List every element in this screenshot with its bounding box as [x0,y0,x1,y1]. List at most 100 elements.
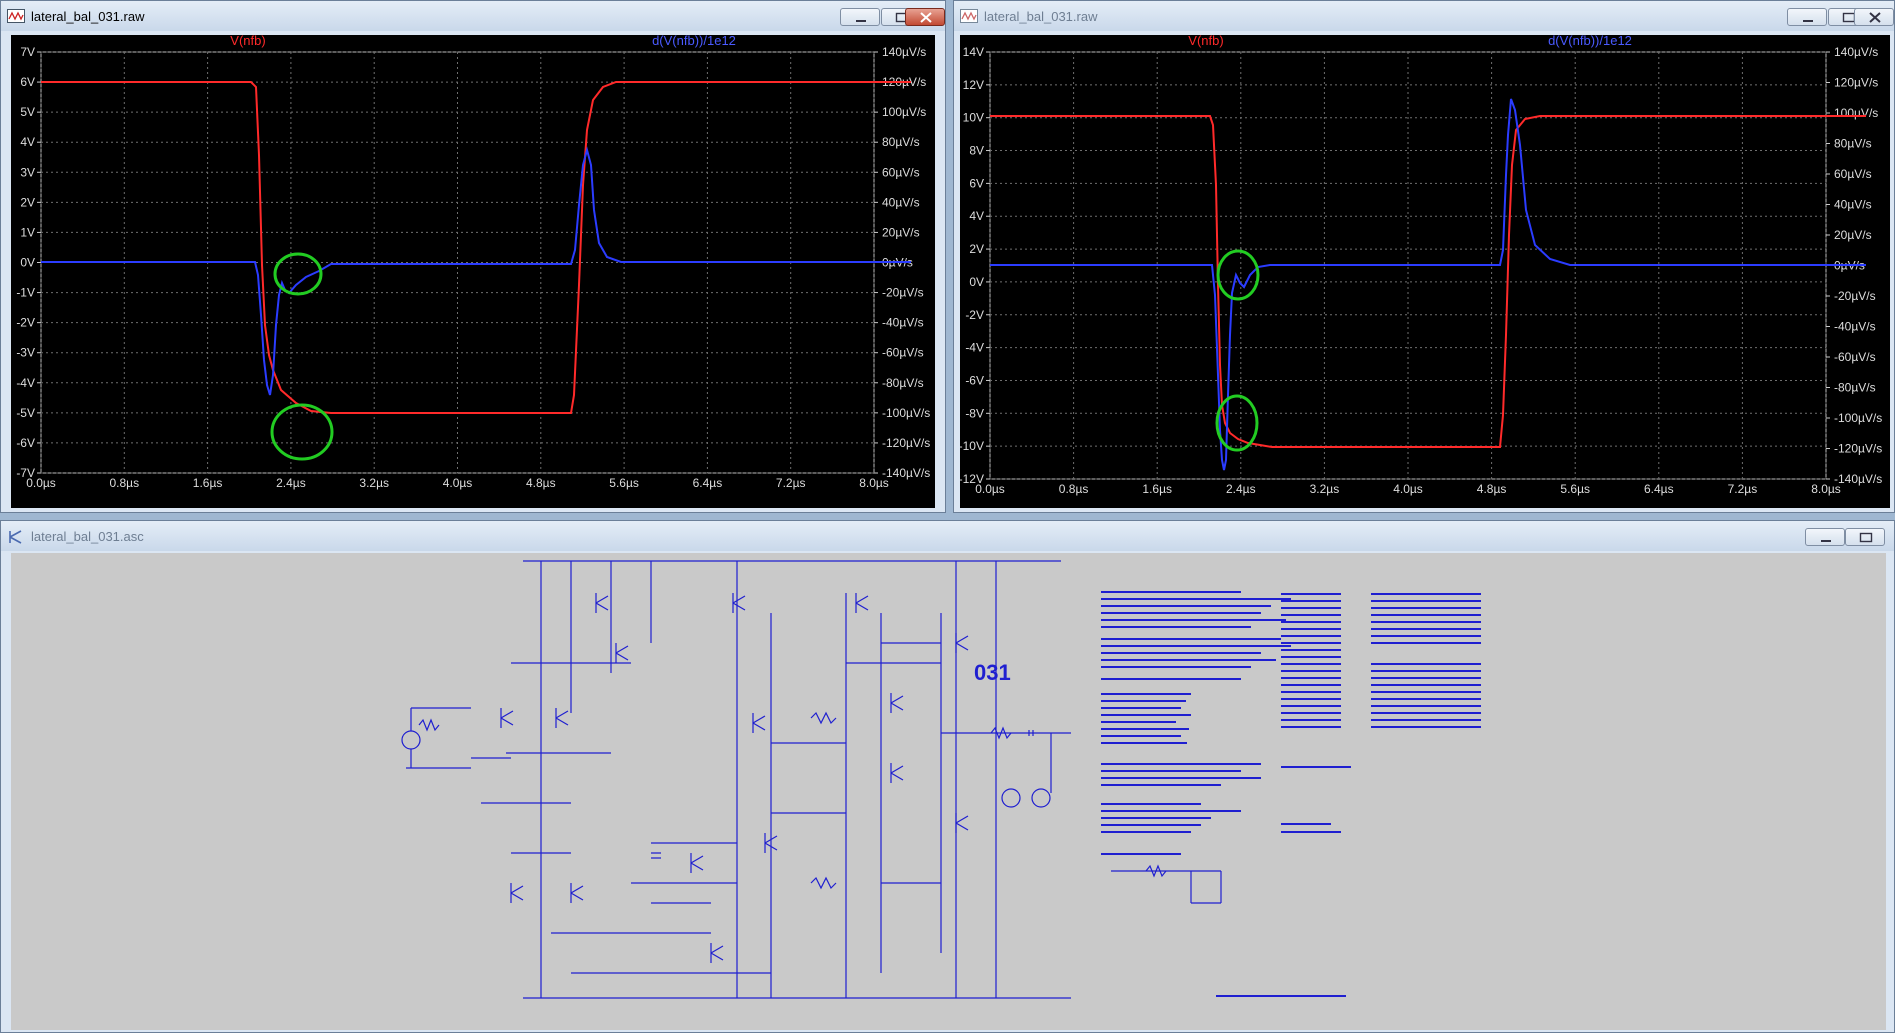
y-left-tick-label: 4V [969,209,984,223]
title-bar[interactable]: lateral_bal_031.raw [1,1,945,31]
y-right-tick-label: -60µV/s [882,346,924,360]
x-tick-label: 6.4µs [693,476,723,490]
title-bar[interactable]: lateral_bal_031.asc [1,521,1894,551]
x-tick-label: 3.2µs [1310,482,1340,496]
trace-derivative[interactable] [990,98,1866,471]
y-right-tick-label: -40µV/s [1834,320,1876,334]
y-right-tick-label: -100µV/s [1834,411,1882,425]
x-tick-label: 4.0µs [443,476,473,490]
close-icon [1869,12,1881,23]
waveform-window-right[interactable]: lateral_bal_031.raw V(nfb) d(V(nfb))/1e1… [953,0,1895,513]
highlight-circle-upper [273,252,323,296]
schematic-canvas[interactable]: 031 [11,553,1886,1030]
trace-label-derivative[interactable]: d(V(nfb))/1e12 [652,35,736,48]
y-left-tick-label: 6V [20,75,35,89]
y-right-tick-label: 60µV/s [882,165,920,179]
y-left-tick-label: -4V [965,341,984,355]
y-left-tick-label: 4V [20,135,35,149]
maximize-button[interactable] [1845,528,1885,546]
x-tick-label: 0.8µs [1059,482,1089,496]
y-right-tick-label: -60µV/s [1834,350,1876,364]
window-title: lateral_bal_031.raw [31,9,145,24]
y-left-tick-label: 3V [20,165,35,179]
close-button[interactable] [1854,8,1894,26]
y-left-tick-label: -10V [960,439,984,453]
trace-label-vnfb[interactable]: V(nfb) [1188,35,1223,48]
x-tick-label: 7.2µs [1728,482,1758,496]
y-right-tick-label: -100µV/s [882,406,930,420]
y-left-tick-label: 0V [969,275,984,289]
x-tick-label: 2.4µs [1226,482,1256,496]
y-left-tick-label: -6V [16,436,35,450]
trace-vnfb[interactable] [41,81,911,414]
y-left-tick-label: -7V [16,466,35,480]
schematic-window[interactable]: lateral_bal_031.asc [0,520,1895,1033]
x-tick-label: 1.6µs [193,476,223,490]
schematic-annotations [1101,591,1481,997]
x-tick-label: 0.8µs [109,476,139,490]
y-right-tick-label: -20µV/s [1834,289,1876,303]
y-right-tick-label: 80µV/s [1834,137,1872,151]
y-right-tick-label: 20µV/s [882,225,920,239]
highlight-circle-lower [1215,394,1259,452]
x-tick-label: 7.2µs [776,476,806,490]
y-left-tick-label: 1V [20,225,35,239]
minimize-icon [1803,20,1813,22]
y-left-tick-label: 8V [969,144,984,158]
y-left-tick-label: 10V [963,111,984,125]
y-left-tick-label: 0V [20,256,35,270]
y-left-tick-label: -6V [965,373,984,387]
minimize-icon [1821,540,1831,542]
waveform-icon [7,9,25,23]
x-tick-label: 4.0µs [1393,482,1423,496]
minimize-button[interactable] [1787,8,1827,26]
minimize-button[interactable] [840,8,880,26]
y-right-tick-label: 20µV/s [1834,228,1872,242]
y-left-tick-label: -12V [960,472,984,486]
minimize-button[interactable] [1805,528,1845,546]
y-right-tick-label: 100µV/s [1834,106,1878,120]
close-button[interactable] [905,8,945,26]
schematic-icon [9,530,22,544]
title-bar[interactable]: lateral_bal_031.raw [954,1,1894,31]
y-left-tick-label: 12V [963,78,984,92]
y-left-tick-label: 2V [20,195,35,209]
highlight-circle-upper [1216,249,1260,301]
y-right-tick-label: -120µV/s [1834,442,1882,456]
y-right-tick-label: 60µV/s [1834,167,1872,181]
y-right-tick-label: 80µV/s [882,135,920,149]
y-right-tick-label: -140µV/s [1834,472,1882,486]
x-tick-label: 5.6µs [1560,482,1590,496]
y-left-tick-label: -2V [965,308,984,322]
y-right-tick-label: 40µV/s [1834,198,1872,212]
waveform-window-left[interactable]: lateral_bal_031.raw V(nfb) d(V(nfb))/1e1… [0,0,946,513]
y-left-tick-label: 14V [963,45,984,59]
y-left-tick-label: -2V [16,316,35,330]
y-left-tick-label: -1V [16,286,35,300]
y-right-tick-label: 140µV/s [1834,45,1878,59]
trace-label-vnfb[interactable]: V(nfb) [230,35,265,48]
window-title: lateral_bal_031.asc [31,529,144,544]
highlight-circle-lower [270,403,334,461]
y-right-tick-label: 100µV/s [882,105,926,119]
maximize-icon [1859,532,1873,543]
trace-label-derivative[interactable]: d(V(nfb))/1e12 [1548,35,1632,48]
x-tick-label: 5.6µs [609,476,639,490]
x-tick-label: 4.8µs [526,476,556,490]
schematic-wires [401,560,1222,999]
window-title: lateral_bal_031.raw [984,9,1098,24]
x-tick-label: 8.0µs [859,476,889,490]
schematic-number: 031 [974,660,1011,685]
trace-vnfb[interactable] [990,115,1866,448]
y-right-tick-label: 140µV/s [882,45,926,59]
waveform-plot-svg: V(nfb) d(V(nfb))/1e12 7V6V5V4V3V2V1V0V-1… [16,35,930,490]
y-left-tick-label: 7V [20,45,35,59]
trace-derivative[interactable] [41,146,911,396]
y-right-tick-label: -80µV/s [882,376,924,390]
